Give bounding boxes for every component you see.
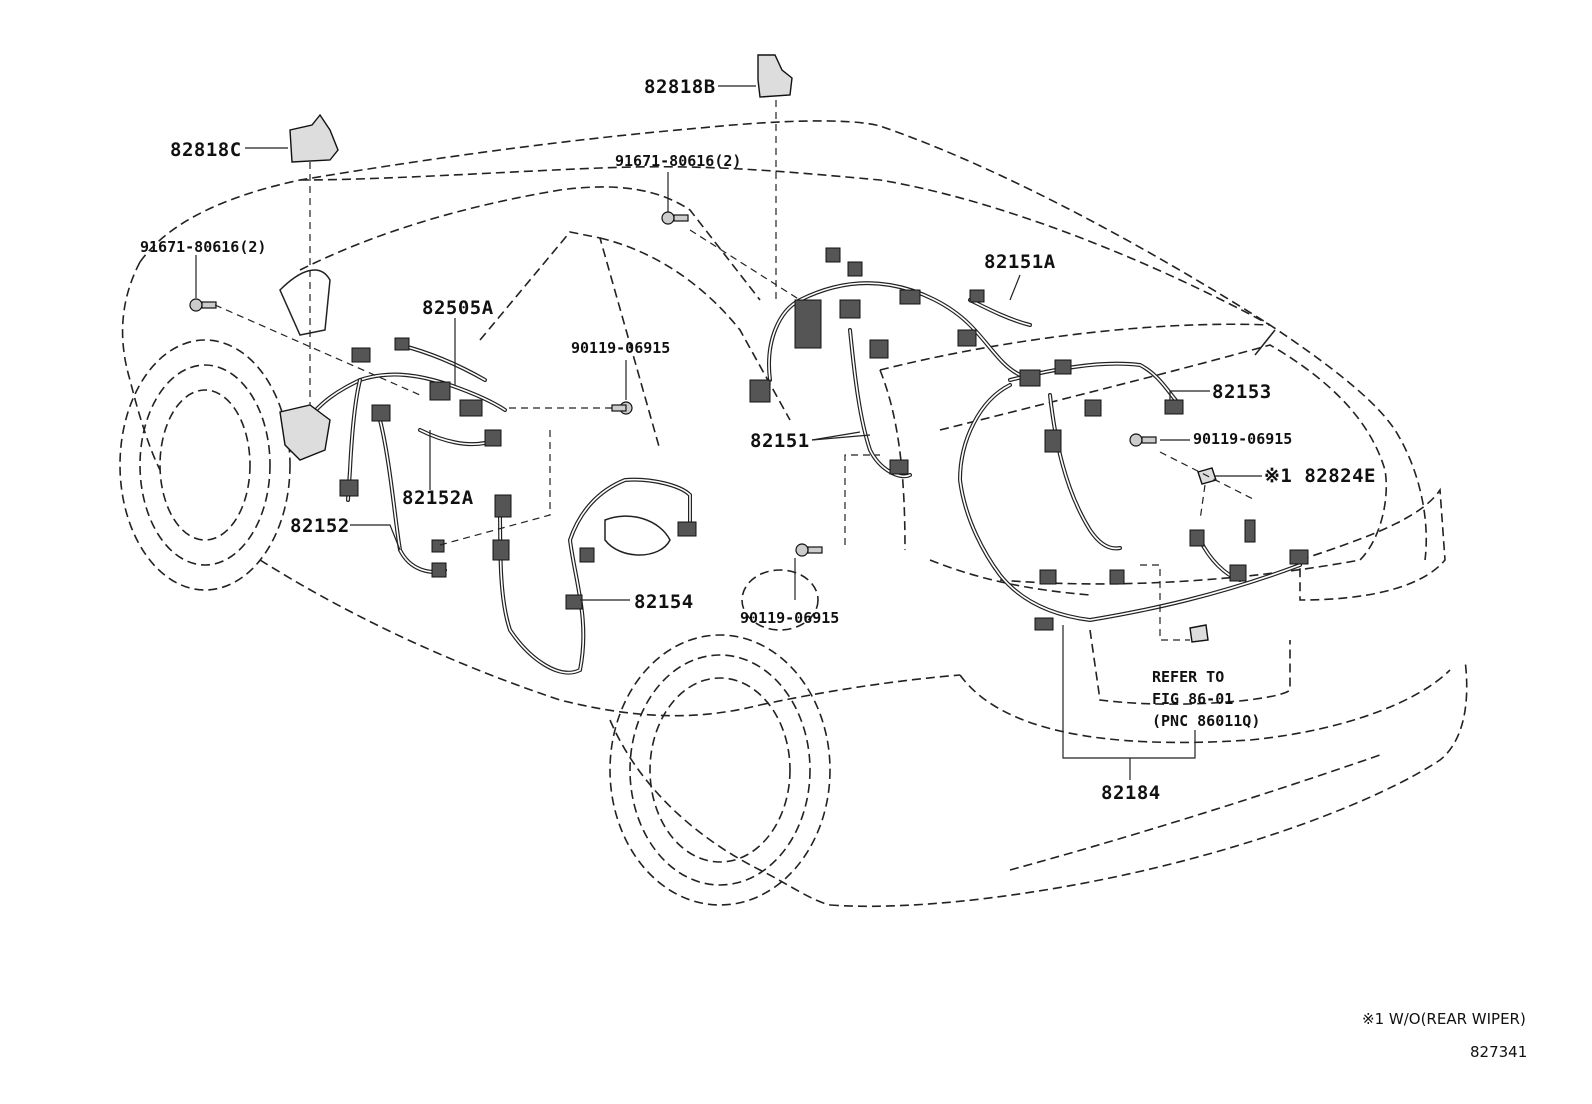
- part-label-82151: 82151: [750, 430, 810, 452]
- figure-number: 827341: [1470, 1043, 1528, 1061]
- part-label-91671-80616-top: 91671-80616(2): [615, 152, 742, 170]
- part-label-82818B: 82818B: [644, 76, 716, 98]
- refer-note-line1: REFER TO: [1152, 668, 1225, 686]
- refer-note-line3: (PNC 86011Q): [1152, 712, 1261, 730]
- part-label-82152A: 82152A: [402, 487, 474, 509]
- footnote-text: ※1 W/O(REAR WIPER): [1362, 1010, 1526, 1028]
- part-label-90119-06915-lower: 90119-06915: [740, 609, 840, 627]
- part-label-90119-06915-center: 90119-06915: [571, 339, 671, 357]
- part-label-82818C: 82818C: [170, 139, 242, 161]
- part-label-82154: 82154: [634, 591, 694, 613]
- part-label-82505A: 82505A: [422, 297, 494, 319]
- part-label-82153: 82153: [1212, 381, 1272, 403]
- refer-note-line2: FIG 86-01: [1152, 690, 1234, 708]
- footnote-mark: ※1: [1264, 465, 1293, 487]
- part-label-82152: 82152: [290, 515, 350, 537]
- part-label-91671-80616-left: 91671-80616(2): [140, 238, 267, 256]
- part-label-82151A: 82151A: [984, 251, 1056, 273]
- part-label-82824E: 82824E: [1304, 465, 1376, 487]
- part-label-82824E-note: ※1 82824E: [1264, 465, 1376, 487]
- part-label-90119-06915-right: 90119-06915: [1193, 430, 1293, 448]
- part-label-82184: 82184: [1101, 782, 1161, 804]
